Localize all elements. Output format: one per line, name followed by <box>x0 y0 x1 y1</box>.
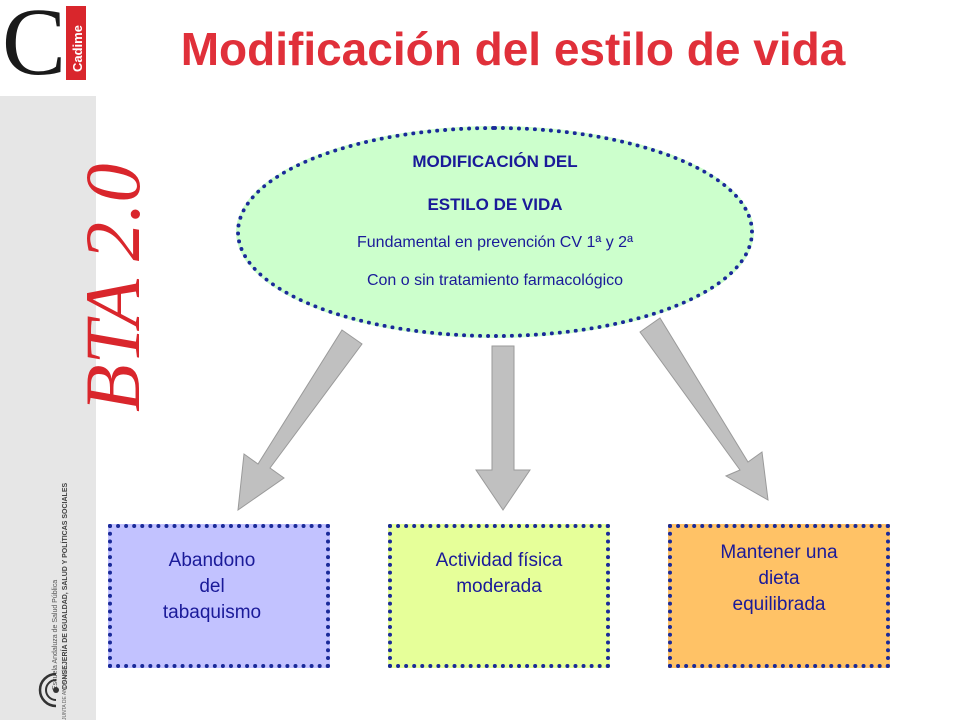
outcome-line: del <box>199 576 225 597</box>
page-title: Modificación del estilo de vida <box>180 23 846 75</box>
outcome-box-actividad <box>388 524 610 668</box>
outcome-line: Actividad física <box>435 550 563 571</box>
outcome-line: Mantener una <box>720 542 838 563</box>
outcome-box-tabaquismo <box>108 524 330 668</box>
outcome-line: equilibrada <box>732 594 826 615</box>
logo-badge <box>66 6 86 80</box>
outcome-line: Abandono <box>168 550 256 571</box>
logo-letter: C <box>2 0 67 95</box>
outcome-line: moderada <box>456 576 542 597</box>
outcome-box-dieta <box>668 524 890 668</box>
outcome-text-actividad: Actividad física moderada <box>388 548 610 600</box>
outcome-text-tabaquismo: Abandono del tabaquismo <box>108 548 316 626</box>
center-node-subtitle-1: Fundamental en prevención CV 1ª y 2ª <box>357 234 633 251</box>
center-node-subtitle-2: Con o sin tratamiento farmacológico <box>366 272 624 289</box>
arrow-center <box>475 345 531 511</box>
sidebar: C Cadime BTA 2.0 Escuela Andaluza de Sal… <box>0 0 156 720</box>
arrow-left <box>237 329 363 512</box>
sidebar-band <box>0 96 96 720</box>
outcome-text-dieta: Mantener una dieta equilibrada <box>668 540 890 618</box>
outcome-line: tabaquismo <box>162 602 262 623</box>
center-node-title-2: ESTILO DE VIDA <box>427 195 563 214</box>
institution-seal-icon <box>38 672 59 708</box>
center-node <box>236 126 754 338</box>
center-node-title-1: MODIFICACIÓN DEL <box>412 152 578 171</box>
outcome-line: dieta <box>758 568 800 589</box>
arrow-right <box>639 317 769 501</box>
